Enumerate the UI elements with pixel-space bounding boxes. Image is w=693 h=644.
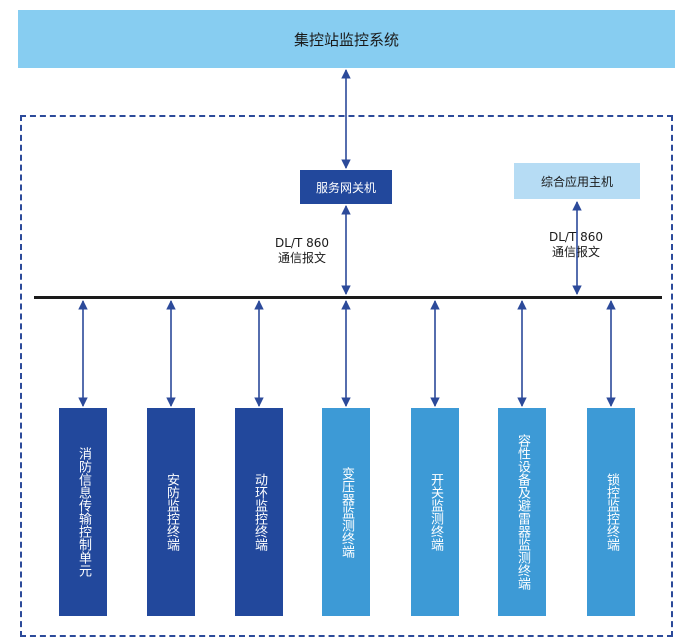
terminal-label: 变压器监测终端 — [339, 466, 354, 558]
terminal-2: 安防监控终端 — [147, 408, 195, 616]
terminal-6: 容性设备及避雷器监测终端 — [498, 408, 546, 616]
application-host-label: 综合应用主机 — [540, 174, 613, 189]
terminal-3: 动环监控终端 — [235, 408, 283, 616]
terminal-label: 动环监控终端 — [252, 473, 267, 551]
central-monitoring-system-label: 集控站监控系统 — [293, 30, 399, 49]
protocol-label-left: DL/T 860 通信报文 — [262, 236, 342, 266]
protocol-left-line1: DL/T 860 — [274, 236, 330, 250]
terminal-label: 锁控监控终端 — [604, 473, 619, 551]
terminal-label: 安防监控终端 — [164, 473, 179, 551]
protocol-left-line2: 通信报文 — [277, 251, 326, 265]
terminal-label: 开关监测终端 — [428, 473, 443, 551]
terminal-7: 锁控监控终端 — [587, 408, 635, 616]
communication-bus — [34, 296, 662, 299]
application-host: 综合应用主机 — [514, 163, 640, 199]
central-monitoring-system: 集控站监控系统 — [18, 10, 675, 68]
terminal-4: 变压器监测终端 — [322, 408, 370, 616]
terminal-5: 开关监测终端 — [411, 408, 459, 616]
terminal-label: 消防信息传输控制单元 — [76, 447, 91, 577]
terminal-label: 容性设备及避雷器监测终端 — [515, 434, 530, 590]
service-gateway-label: 服务网关机 — [315, 180, 376, 195]
service-gateway: 服务网关机 — [300, 170, 392, 204]
terminal-1: 消防信息传输控制单元 — [59, 408, 107, 616]
